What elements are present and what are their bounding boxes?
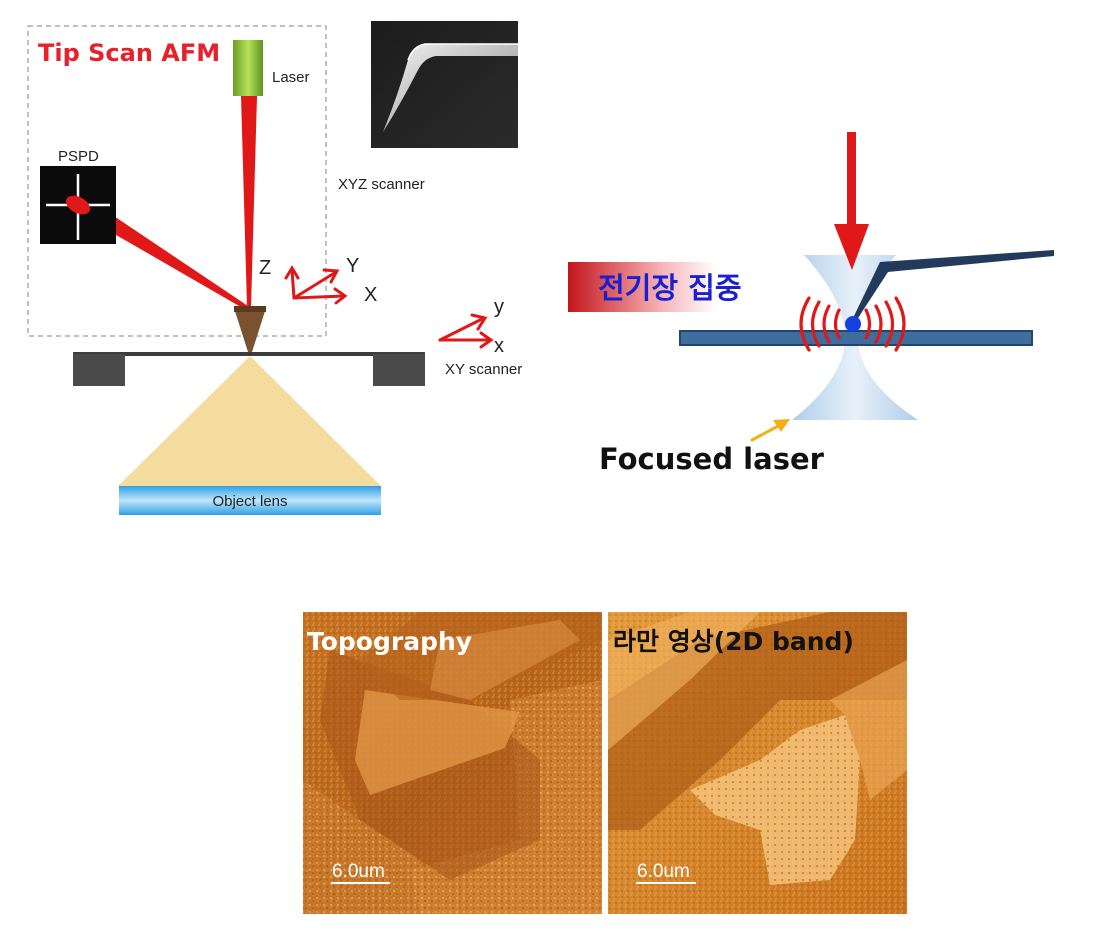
axis-y-upper-label: Y — [346, 255, 359, 277]
stage-block-left — [73, 354, 125, 386]
laser-label: Laser — [272, 69, 310, 86]
xyz-scanner-frame — [27, 25, 327, 337]
incident-laser-arrow — [834, 132, 869, 270]
field-waves — [799, 296, 906, 352]
pspd-spot — [65, 195, 91, 215]
sample-stage-plate — [73, 352, 425, 356]
stage-block-right — [373, 354, 425, 386]
tip-holder — [234, 306, 266, 312]
topography-image: Topography 6.0um — [303, 612, 602, 914]
pspd-label: PSPD — [58, 148, 99, 165]
object-lens-label: Object lens — [212, 493, 287, 510]
field-concentration-label: 전기장 집중 — [598, 271, 742, 305]
raman-scale-label: 6.0um — [637, 861, 690, 882]
cantilever — [854, 250, 1054, 318]
topography-label: Topography — [307, 627, 472, 656]
laser-module — [233, 40, 263, 96]
xy-scanner-label: XY scanner — [445, 361, 522, 378]
raman-image: 라만 영상(2D band) 6.0um — [608, 612, 907, 914]
laser-beam — [241, 96, 257, 307]
xyz-scanner-label: XYZ scanner — [338, 176, 425, 193]
object-lens — [119, 486, 381, 515]
xy-axes — [438, 313, 494, 349]
substrate-slab — [679, 330, 1033, 346]
topography-scale-label: 6.0um — [332, 861, 385, 882]
cantilever-sem-inset — [371, 21, 518, 148]
raman-label: 라만 영상(2D band) — [613, 627, 854, 656]
afm-title: Tip Scan AFM — [38, 39, 220, 67]
axis-x-upper-label: X — [364, 284, 377, 306]
axis-y-lower-label: y — [494, 296, 504, 318]
field-enhancement-diagram: 전기장 집중 Focused laser — [568, 132, 1054, 476]
focused-laser-label: Focused laser — [599, 442, 825, 476]
afm-schematic: Tip Scan AFM Laser PSPD XYZ scanner — [27, 21, 522, 515]
afm-tip — [234, 308, 266, 352]
light-cone — [118, 356, 381, 486]
focused-laser-pointer-arrow — [750, 419, 790, 442]
axis-x-lower-label: x — [494, 335, 504, 357]
xyz-axes — [284, 265, 348, 305]
field-label-background — [568, 262, 780, 312]
hot-spot — [845, 316, 861, 332]
axis-z-label: Z — [259, 257, 271, 279]
